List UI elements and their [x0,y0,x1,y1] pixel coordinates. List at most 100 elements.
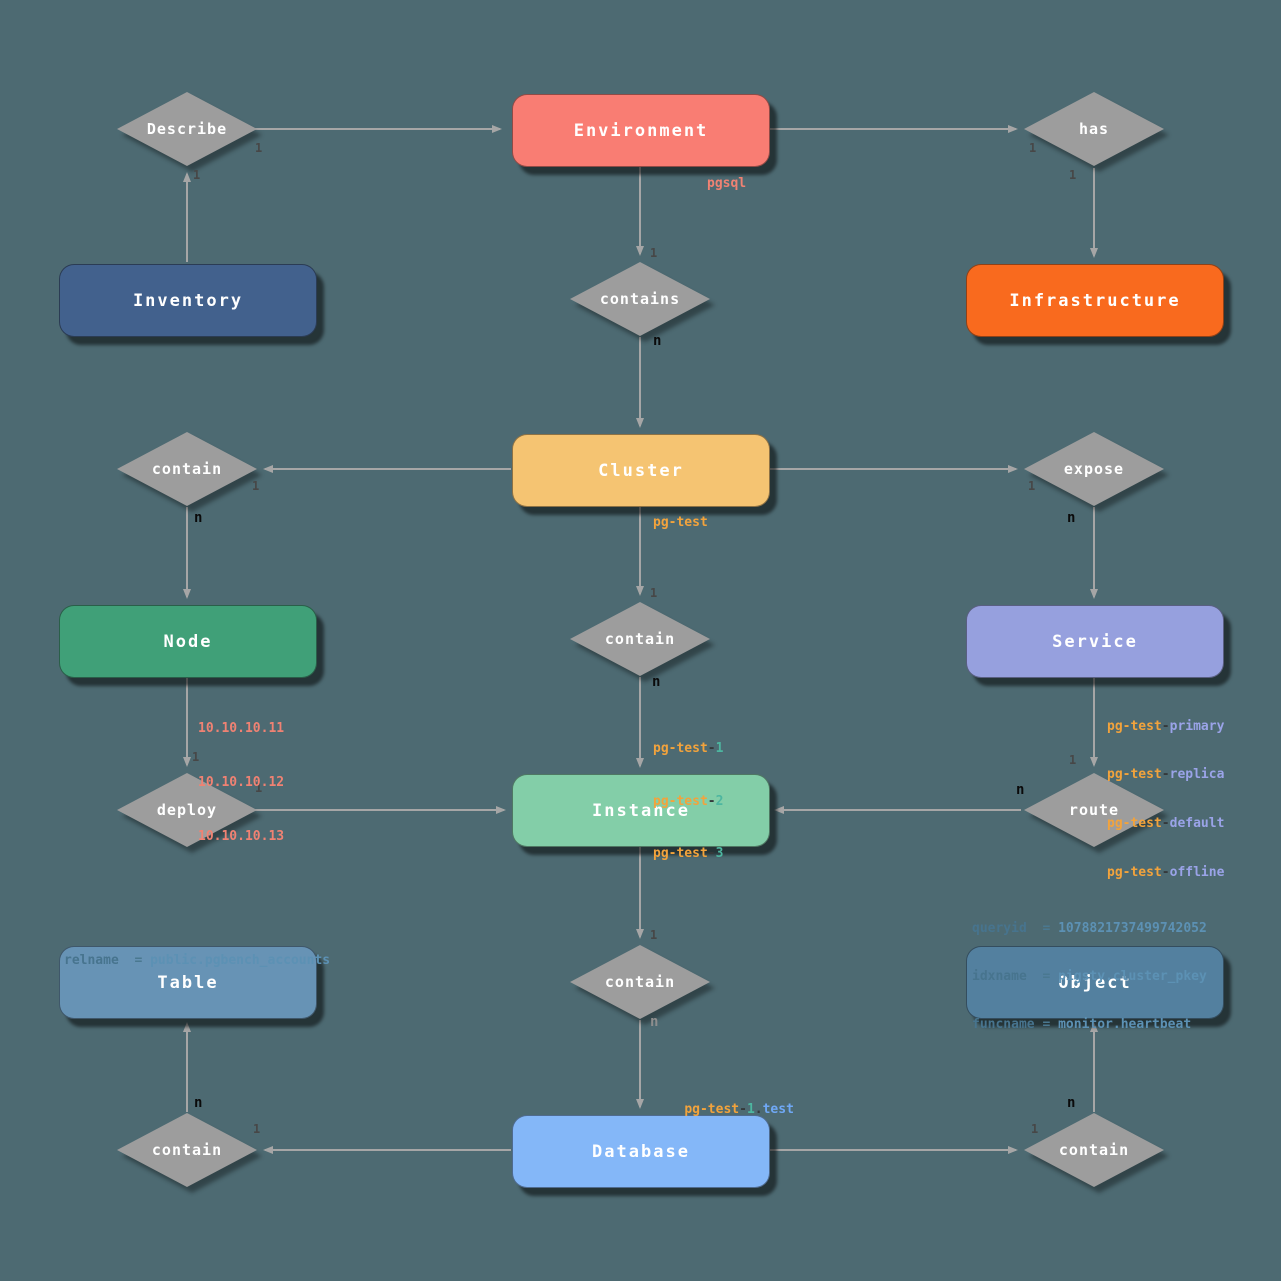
cardinality-contain-database-database: n [650,1014,659,1030]
relation-has-label: has [1078,120,1110,138]
meta-value: 1078821737499742052 [1058,921,1207,936]
relation-contain-node: contain [117,432,257,506]
annotation-cluster-name: pg-test [653,515,708,530]
service-name: pg-test-replica [1107,767,1224,783]
meta-key: funcname [972,1017,1035,1032]
instance-name-prefix: pg-test [653,793,708,809]
cardinality-service-route: 1 [1069,753,1077,767]
entity-inventory-label: Inventory [132,290,244,311]
cardinality-instance-contain-database: 1 [650,928,658,942]
meta-eq: = [134,953,143,968]
relation-contain-instance-label: contain [604,630,676,648]
relation-contain-instance: contain [570,602,710,676]
cardinality-cluster-contain-node: 1 [252,479,260,493]
entity-cluster-label: Cluster [598,460,684,481]
relation-contain-database: contain [570,945,710,1019]
database-name-prefix: pg-test [684,1102,740,1117]
cardinality-node-deploy: 1 [192,750,200,764]
entity-node: Node [59,605,317,678]
entity-table-label: Table [157,972,219,993]
cardinality-contain-object-object: n [1067,1095,1076,1111]
cardinality-database-contain-object: 1 [1031,1122,1039,1136]
instance-name-dash: - [707,846,716,861]
annotation-object-meta: queryid = 1078821737499742052 idxname = pi… [972,889,1207,1065]
service-name-dash: - [1161,816,1170,832]
annotation-instance-names: pg-test-1 pg-test-2 pg-test-3 [653,705,723,898]
relation-expose-label: expose [1063,460,1125,478]
service-name-prefix: pg-test [1107,718,1162,734]
cardinality-contain-table-table: n [194,1095,203,1111]
service-name: pg-test-offline [1107,865,1224,881]
annotation-pgsql: pgsql [707,176,747,191]
database-name-id: 1 [746,1102,755,1117]
entity-database-label: Database [592,1141,690,1162]
meta-value: public.pgbench_accounts [150,953,331,968]
service-name-role: primary [1169,718,1225,734]
service-name-dash: - [1161,865,1170,881]
relation-route: route [1024,773,1164,847]
object-meta-line: funcname= monitor.heartbeat [972,1017,1207,1033]
annotation-table-meta: relname = public.pgbench_accounts [64,923,330,998]
entity-infrastructure-label: Infrastructure [1009,290,1181,311]
annotation-node-ips: 10.10.10.11 10.10.10.12 10.10.10.13 [198,684,284,882]
entity-environment: Environment [512,94,770,167]
service-name-role: offline [1169,865,1225,881]
meta-eq: = [1042,969,1051,984]
meta-space [1050,969,1058,984]
relation-contain-table-label: contain [151,1141,223,1159]
meta-space [1050,1017,1058,1032]
service-name-role: default [1169,816,1225,832]
relation-describe-label: Describe [146,120,228,138]
relation-has: has [1024,92,1164,166]
cardinality-environment-has: 1 [1029,141,1037,155]
instance-name-id: 3 [715,846,724,861]
meta-value: pigsty.cluster_pkey [1058,969,1207,984]
instance-name: pg-test-1 [653,740,723,758]
instance-name-prefix: pg-test [653,846,708,861]
entity-environment-label: Environment [573,120,709,141]
relation-deploy-label: deploy [156,801,218,819]
relation-contain-table: contain [117,1113,257,1187]
entity-object-label: Object [1058,972,1132,993]
entity-node-label: Node [163,631,213,652]
cardinality-inventory-describe: 1 [193,168,201,182]
cardinality-contain-instance-instance: n [652,674,661,690]
entity-instance: Instance [512,774,770,847]
cardinality-cluster-expose: 1 [1028,479,1036,493]
meta-space [1050,921,1058,936]
cardinality-describe-environment: 1 [255,141,263,155]
database-name-dot: . [754,1102,763,1117]
database-name-db: test [762,1102,794,1117]
cardinality-deploy-instance: 1 [255,781,263,795]
instance-name-prefix: pg-test [653,741,708,756]
meta-key: idxname [972,969,1027,984]
instance-name: pg-test-2 [653,793,723,811]
meta-space [142,953,150,968]
instance-name-id: 2 [715,793,724,809]
entity-infrastructure: Infrastructure [966,264,1224,337]
database-name-dash: - [739,1102,747,1117]
meta-value: monitor.heartbeat [1058,1017,1192,1032]
node-ip: 10.10.10.12 [198,775,285,790]
entity-service-label: Service [1052,631,1138,652]
relation-deploy: deploy [117,773,257,847]
service-name-prefix: pg-test [1107,865,1162,881]
relation-contain-database-label: contain [604,973,676,991]
cardinality-contains-cluster: n [653,333,662,349]
service-name: pg-test-default [1107,816,1224,832]
annotation-database-name: pg-test-1.test [653,1087,794,1132]
meta-key: queryid [972,921,1027,936]
relation-contains: contains [570,262,710,336]
annotation-service-names: pg-test-primary pg-test-replica pg-test-… [1107,686,1224,914]
service-name-prefix: pg-test [1107,767,1162,783]
cardinality-has-infrastructure: 1 [1069,168,1077,182]
entity-database: Database [512,1115,770,1188]
meta-eq: = [1042,921,1051,936]
instance-name-dash: - [707,793,716,809]
meta-key: relname [64,953,119,968]
instance-name-id: 1 [715,741,724,756]
node-ip: 10.10.10.11 [198,721,285,736]
relation-contain-object: contain [1024,1113,1164,1187]
